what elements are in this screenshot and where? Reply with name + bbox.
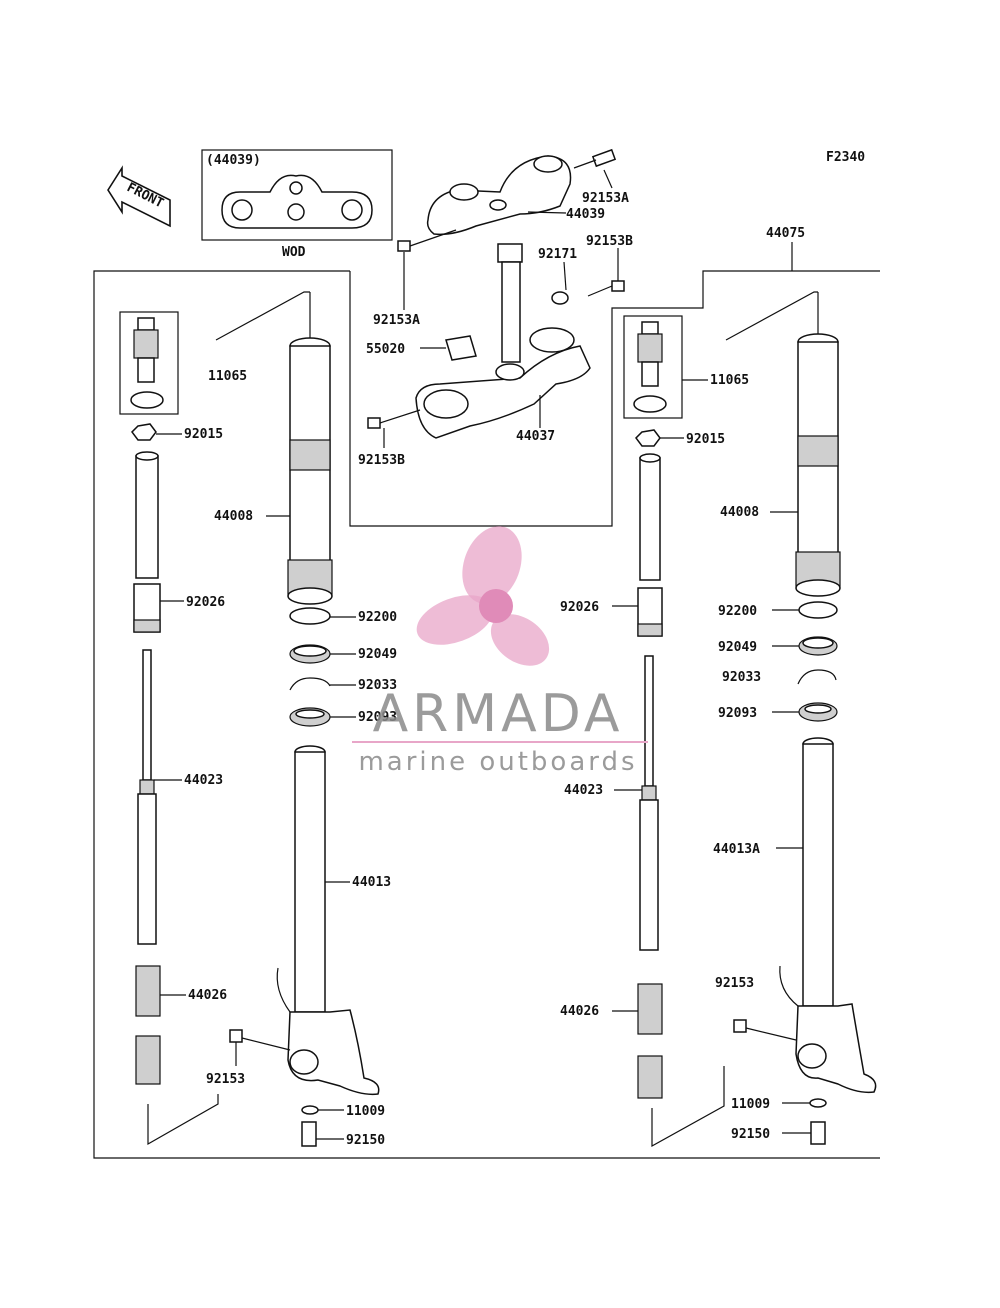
- label-left-92200: 92200: [358, 610, 397, 625]
- left-ring-92200: [289, 607, 331, 625]
- label-92153B-left: 92153B: [358, 453, 405, 468]
- label-left-11009: 11009: [346, 1104, 385, 1119]
- clip-92171: [551, 261, 569, 305]
- bolt-92153A-left: [397, 229, 457, 310]
- left-bolt-92150: [301, 1121, 317, 1147]
- right-clip-92033: [797, 669, 837, 685]
- label-left-92093: 92093: [358, 710, 397, 725]
- label-left-92150: 92150: [346, 1133, 385, 1148]
- label-left-92033: 92033: [358, 678, 397, 693]
- label-44039: 44039: [566, 207, 605, 222]
- label-right-92033: 92033: [722, 670, 761, 685]
- label-left-44013: 44013: [352, 875, 391, 890]
- watermark-logo: [416, 526, 550, 666]
- right-inner-tube-44013A: [802, 737, 834, 1007]
- steering-stem-44037: [415, 243, 591, 439]
- right-nut-92015: [635, 429, 661, 447]
- right-pipe-92026: [637, 453, 663, 637]
- label-left-92015: 92015: [184, 427, 223, 442]
- label-right-92200: 92200: [718, 604, 757, 619]
- label-right-44026: 44026: [560, 1004, 599, 1019]
- right-damper-44023: [639, 655, 659, 951]
- label-right-44023: 44023: [564, 783, 603, 798]
- label-right-11009: 11009: [731, 1097, 770, 1112]
- left-damper-44023: [137, 649, 157, 945]
- label-92153A-left: 92153A: [373, 313, 420, 328]
- label-plate-55020: [420, 335, 477, 361]
- label-44075: 44075: [766, 226, 805, 241]
- front-arrow-icon: FRONT: [107, 165, 171, 228]
- label-right-44013A: 44013A: [713, 842, 760, 857]
- figure-code: F2340: [826, 150, 865, 165]
- bolt-92153B-right: [587, 248, 625, 297]
- label-92153A-top: 92153A: [582, 191, 629, 206]
- right-bolt-92150: [810, 1121, 826, 1145]
- label-right-92026: 92026: [560, 600, 599, 615]
- left-clip-92033: [289, 677, 331, 691]
- label-left-44008: 44008: [214, 509, 253, 524]
- upper-bracket-44039: [426, 155, 572, 236]
- label-left-92026: 92026: [186, 595, 225, 610]
- label-44037: 44037: [516, 429, 555, 444]
- label-left-92153: 92153: [206, 1072, 245, 1087]
- left-cap-11065: [119, 311, 179, 415]
- label-right-92093: 92093: [718, 706, 757, 721]
- left-outer-tube-44008: [287, 337, 333, 605]
- left-inner-tube-44013: [294, 745, 326, 1013]
- right-cap-11065: [623, 315, 683, 419]
- label-left-44026: 44026: [188, 988, 227, 1003]
- label-right-92015: 92015: [686, 432, 725, 447]
- label-right-92049: 92049: [718, 640, 757, 655]
- label-left-11065: 11065: [208, 369, 247, 384]
- left-nut-92015: [131, 423, 157, 441]
- left-spring-44026: [135, 965, 161, 1085]
- label-right-44008: 44008: [720, 505, 759, 520]
- label-92171: 92171: [538, 247, 577, 262]
- right-ring-92200: [798, 601, 838, 619]
- inset-upper-bracket-wod: (44039) WOD: [201, 149, 393, 260]
- watermark-brand: ARMADA: [373, 684, 624, 744]
- bolt-92153A-top: [573, 148, 617, 189]
- label-left-92049: 92049: [358, 647, 397, 662]
- inset-ref-label: (44039): [206, 153, 261, 168]
- right-bolt-92153: [733, 1019, 747, 1033]
- label-left-44023: 44023: [184, 773, 223, 788]
- label-92153B-right: 92153B: [586, 234, 633, 249]
- right-spring-44026: [637, 983, 663, 1099]
- right-washer-11009: [809, 1098, 827, 1108]
- right-axle-holder: [795, 1003, 877, 1094]
- label-right-92153: 92153: [715, 976, 754, 991]
- right-outer-tube-44008: [795, 333, 841, 597]
- assembly-frame: [93, 242, 880, 1159]
- bolt-92153B-left: [367, 409, 421, 448]
- left-pipe-92026: [133, 451, 161, 633]
- label-55020: 55020: [366, 342, 405, 357]
- watermark-tagline: marine outboards: [358, 747, 637, 777]
- label-right-92150: 92150: [731, 1127, 770, 1142]
- label-right-11065: 11065: [710, 373, 749, 388]
- left-bolt-92153: [229, 1029, 243, 1043]
- inset-variant-label: WOD: [282, 245, 306, 260]
- left-washer-11009: [301, 1105, 319, 1115]
